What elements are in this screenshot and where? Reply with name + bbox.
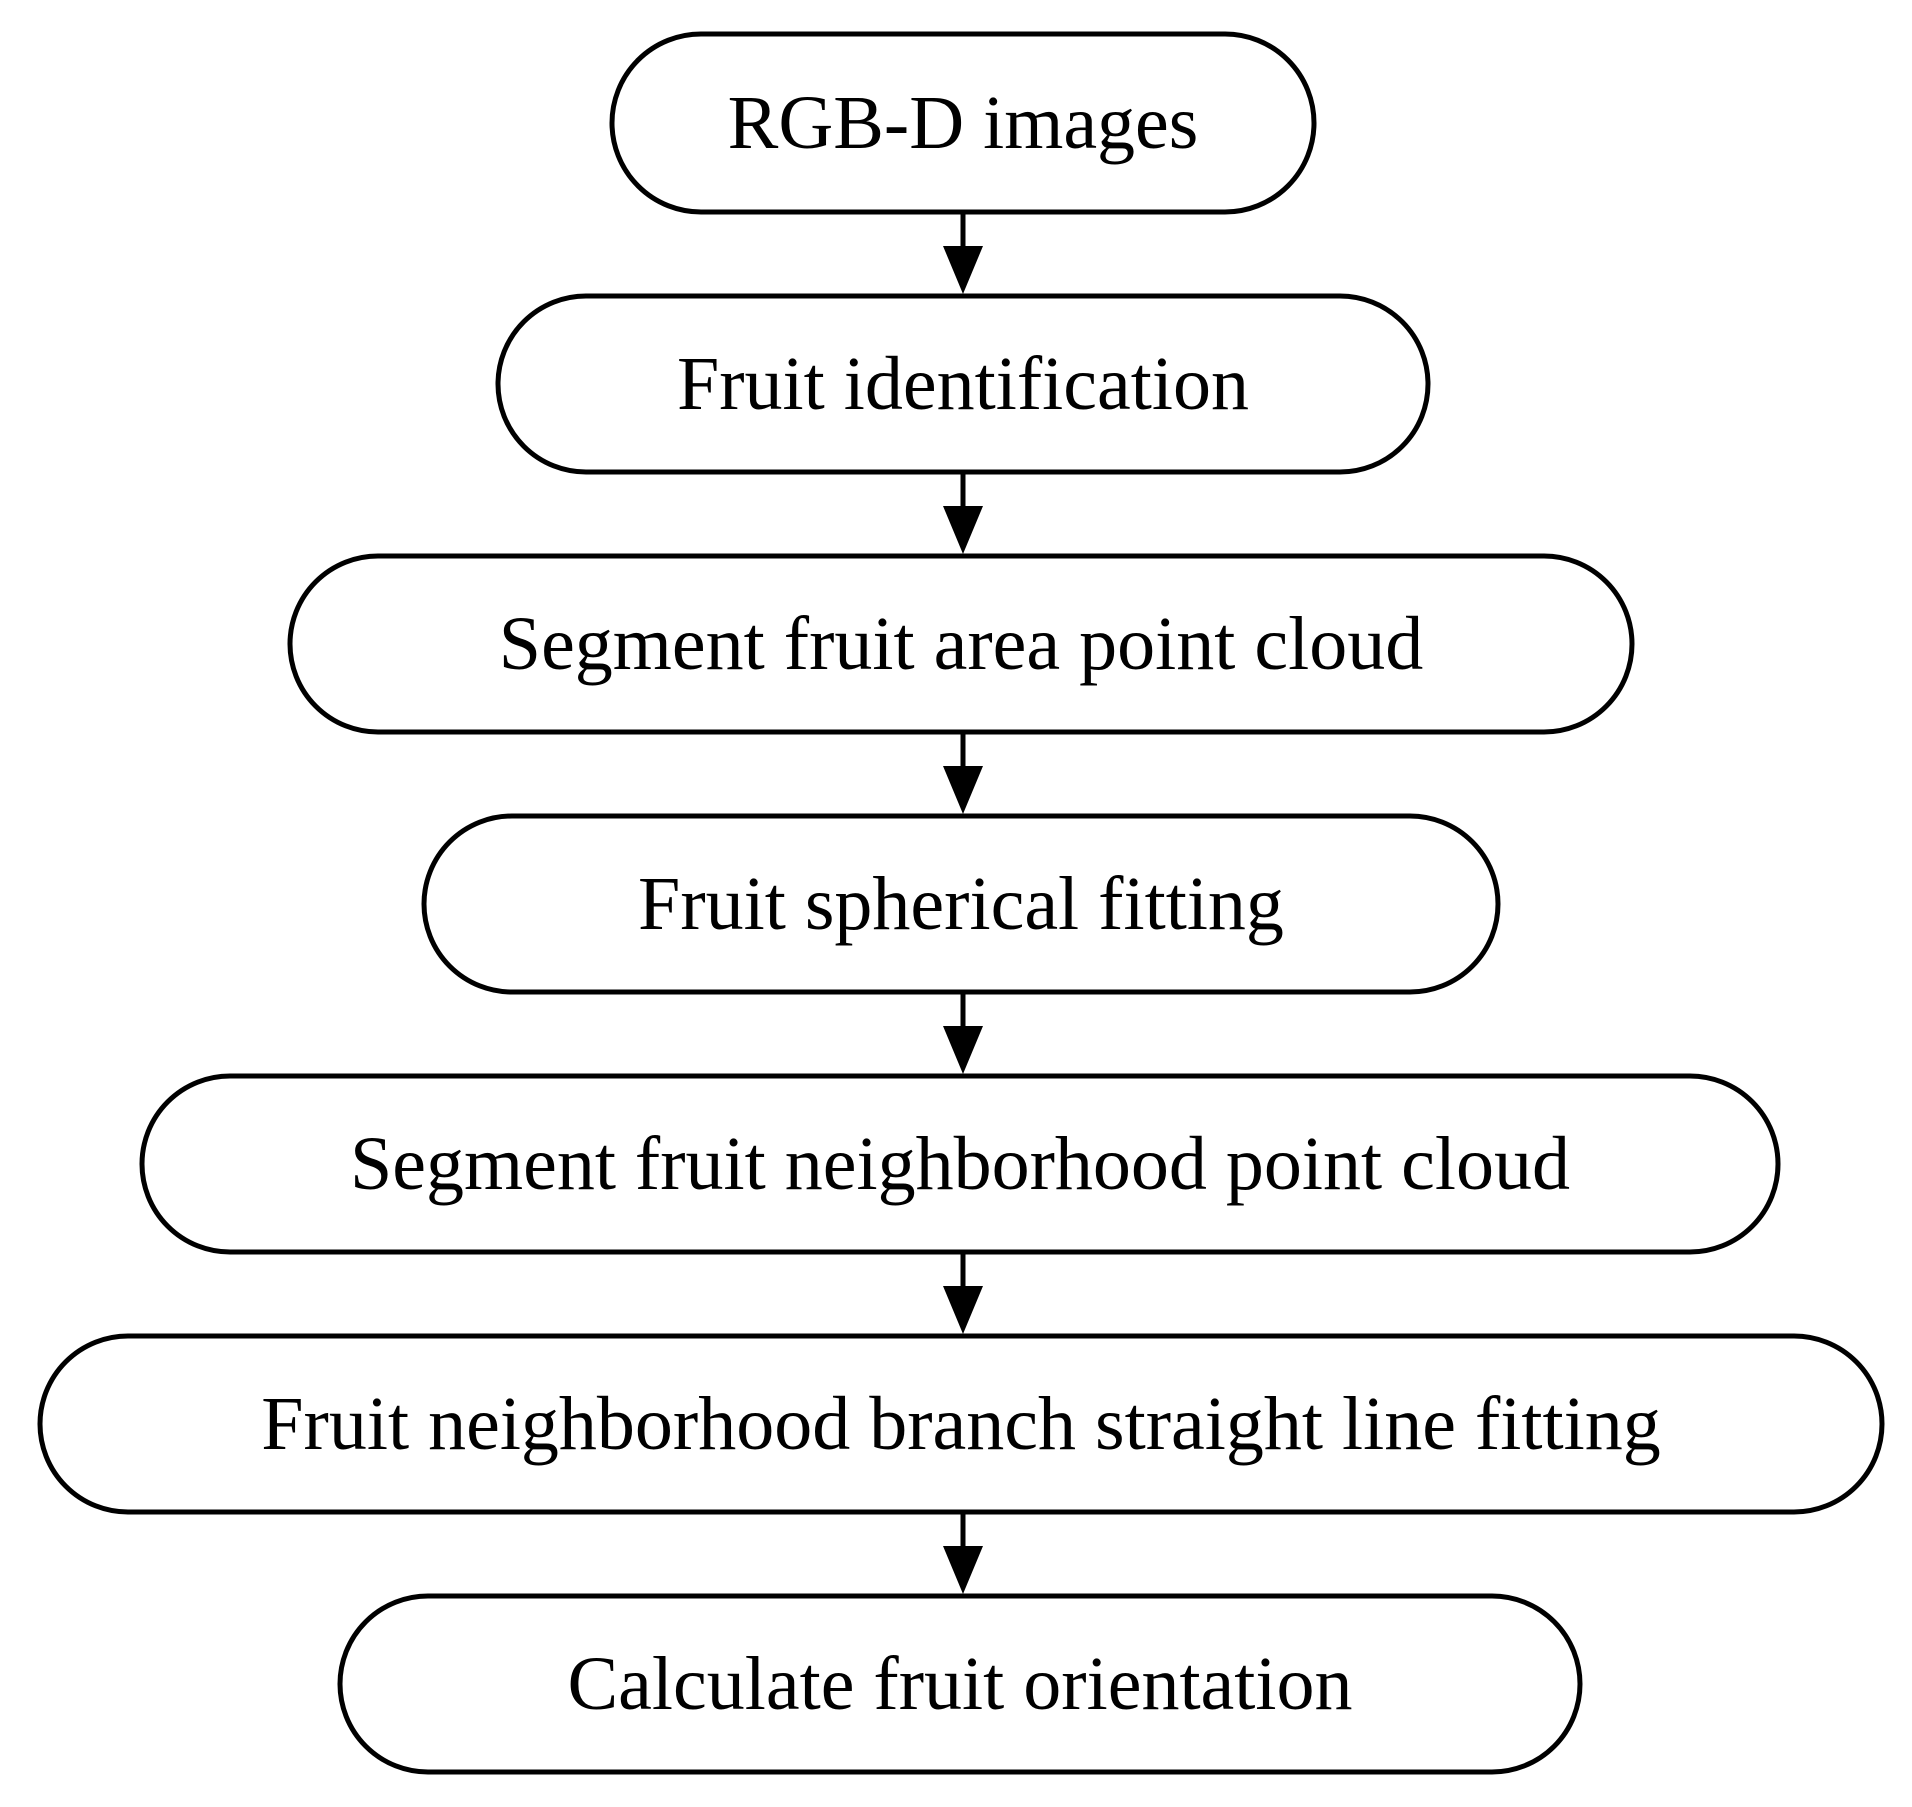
step-label: Fruit spherical fitting [638, 862, 1284, 946]
step-rgbd-images: RGB-D images [609, 31, 1317, 215]
step-label: Fruit identification [677, 342, 1249, 426]
arrow-down-icon [943, 472, 983, 554]
arrow-down-icon [943, 1252, 983, 1334]
step-fruit-spherical-fitting: Fruit spherical fitting [421, 813, 1501, 995]
step-label: Segment fruit neighborhood point cloud [350, 1122, 1570, 1206]
step-fruit-neighborhood-branch-line-fitting: Fruit neighborhood branch straight line … [37, 1333, 1885, 1515]
arrow-down-icon [943, 992, 983, 1074]
step-label: Segment fruit area point cloud [499, 602, 1423, 686]
step-label: Calculate fruit orientation [567, 1642, 1352, 1726]
step-box [139, 1073, 1781, 1255]
step-label: Fruit neighborhood branch straight line … [261, 1382, 1660, 1466]
step-segment-fruit-area-point-cloud: Segment fruit area point cloud [287, 553, 1635, 735]
arrow-down-icon [943, 1512, 983, 1594]
step-segment-fruit-neighborhood-point-cloud: Segment fruit neighborhood point cloud [139, 1073, 1781, 1255]
arrow-down-icon [943, 732, 983, 814]
step-calculate-fruit-orientation: Calculate fruit orientation [337, 1593, 1583, 1775]
arrow-down-icon [943, 212, 983, 294]
step-fruit-identification: Fruit identification [495, 293, 1431, 475]
step-label: RGB-D images [728, 81, 1199, 165]
step-box [337, 1593, 1583, 1775]
